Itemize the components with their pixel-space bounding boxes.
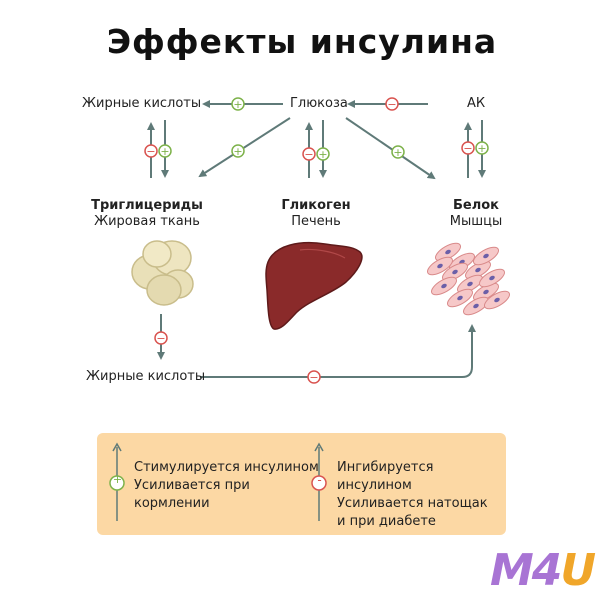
plus-icon (316, 147, 330, 161)
plus-icon (391, 145, 405, 159)
muscle-cell-nucleus (467, 281, 473, 287)
arrow-aa-to-glucose: − (347, 97, 428, 111)
muscle-cell-nucleus (489, 275, 495, 281)
liver-illustration (265, 241, 363, 330)
muscle-cell-nucleus (483, 289, 489, 295)
plus-sign: + (318, 148, 327, 161)
legend-markers (109, 442, 327, 521)
plus-icon (158, 144, 172, 158)
arrow-triglycerides-to-fatty-acids: − (154, 314, 168, 360)
minus-sign: − (463, 142, 472, 155)
plus-icon (231, 144, 245, 158)
legend-stimulated-line3: кормлении (134, 496, 210, 511)
legend-minus-sign: - (317, 473, 322, 487)
legend-stimulated-line2: Усиливается при (134, 478, 250, 493)
muscle-cell-nucleus (452, 269, 458, 275)
legend-inhibited-line2: Усиливается натощак (337, 496, 488, 511)
muscle-cell-nucleus (445, 249, 451, 255)
minus-icon (302, 147, 316, 161)
node-adipose-tissue: Жировая ткань (94, 214, 200, 229)
legend-plus-sign: + (112, 473, 123, 486)
m4u-logo: M4U (490, 545, 596, 596)
arrows-fatty-acids-triglycerides: − + (144, 120, 172, 178)
arrow-glucose-to-triglycerides: + (198, 117, 291, 178)
muscle-cell-nucleus (441, 283, 447, 289)
legend-inhibited-text: Ингибируется инсулином Усиливается натощ… (337, 459, 506, 531)
arrow-glucose-to-protein: + (345, 117, 436, 180)
muscle-cell-nucleus (483, 253, 489, 259)
muscle-cell-nucleus (475, 267, 481, 273)
minus-icon (385, 97, 399, 111)
node-liver: Печень (291, 214, 341, 229)
minus-icon (144, 144, 158, 158)
minus-icon (461, 141, 475, 155)
minus-icon (311, 475, 327, 491)
minus-sign: − (304, 148, 313, 161)
node-triglycerides: Триглицериды (91, 198, 203, 213)
minus-sign: − (146, 145, 155, 158)
muscle-cell-nucleus (437, 263, 443, 269)
node-glycogen: Гликоген (281, 198, 351, 213)
node-fatty-acids-top: Жирные кислоты (82, 96, 202, 111)
muscle-cell-nucleus (494, 297, 500, 303)
plus-sign: + (233, 145, 242, 158)
plus-icon (109, 475, 125, 491)
minus-sign: − (156, 332, 165, 345)
adipose-cells-illustration (131, 240, 194, 306)
page-title: Эффекты инсулина (106, 22, 498, 61)
plus-sign: + (233, 98, 242, 111)
arrows-aa-protein: − + (461, 120, 489, 178)
arrows-glucose-glycogen: − + (302, 120, 330, 178)
node-aa: АК (467, 96, 486, 111)
minus-icon (307, 370, 321, 384)
legend-inhibited-line3: и при диабете (337, 514, 436, 529)
plus-icon (231, 97, 245, 111)
plus-icon (475, 141, 489, 155)
muscle-cells-illustration (427, 242, 510, 316)
plus-sign: + (477, 142, 486, 155)
muscle-cell-nucleus (457, 295, 463, 301)
logo-m4: M4 (490, 545, 562, 596)
minus-icon (154, 331, 168, 345)
node-glucose: Глюкоза (290, 96, 348, 111)
logo-u: U (560, 545, 596, 596)
plus-sign: + (393, 146, 402, 159)
minus-sign: − (387, 98, 396, 111)
muscle-cell-nucleus (473, 303, 479, 309)
legend-stimulated-text: Стимулируется инсулином Усиливается при … (134, 459, 319, 513)
plus-sign: + (160, 145, 169, 158)
legend-inhibited-line1: Ингибируется инсулином (337, 460, 434, 493)
node-protein: Белок (452, 198, 499, 213)
arrow-glucose-to-fatty-acids: + (202, 97, 283, 111)
node-fatty-acids-bottom: Жирные кислоты (86, 369, 206, 384)
legend-stimulated-line1: Стимулируется инсулином (134, 460, 319, 475)
node-muscles: Мышцы (449, 214, 503, 229)
arrow-fatty-acids-to-muscle: − (200, 324, 476, 384)
legend-box: + - Стимулируется инсулином Усиливается … (97, 433, 506, 535)
minus-sign: − (309, 371, 318, 384)
